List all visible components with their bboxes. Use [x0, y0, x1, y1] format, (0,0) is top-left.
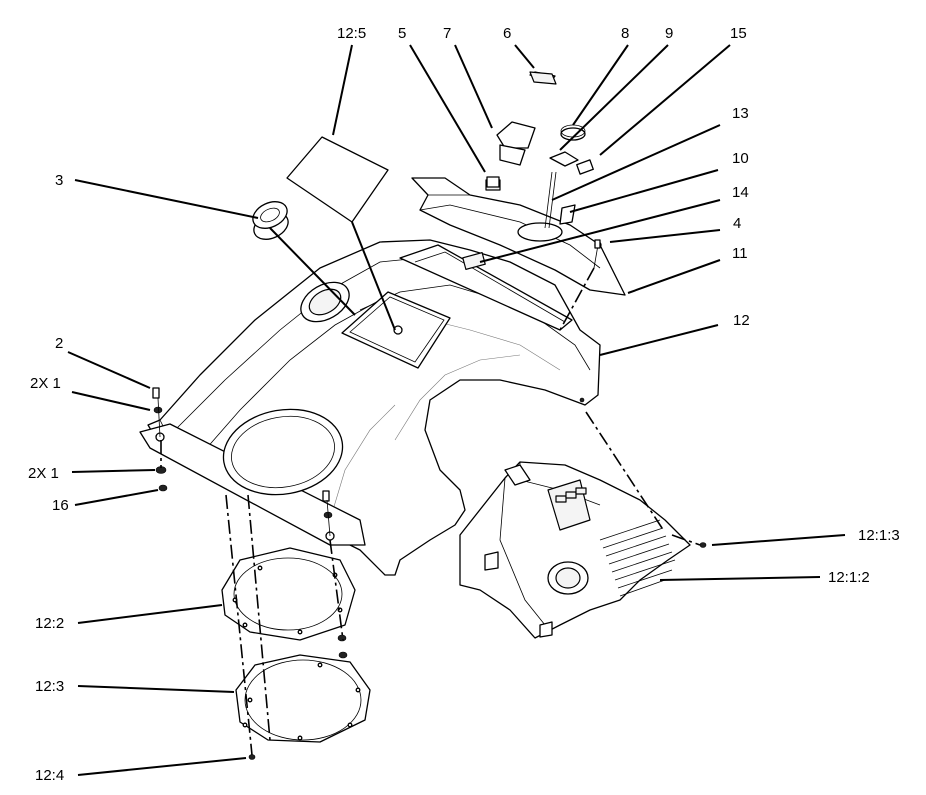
- hood-housing: [139, 239, 601, 576]
- label-11: 11: [732, 245, 748, 262]
- gasket-lower: [235, 654, 371, 743]
- label-4: 4: [733, 215, 741, 232]
- label-2: 2: [55, 335, 63, 352]
- label-12-1-3: 12:1:3: [858, 527, 900, 544]
- label-12-1-2: 12:1:2: [828, 569, 870, 586]
- label-12-4: 12:4: [35, 767, 64, 784]
- control-panel: [411, 177, 626, 296]
- callout-labels: 12:5 5 7 6 8 9 15 13 10 14 4 11 3 12 2 2…: [28, 25, 900, 784]
- fan-shroud: [459, 461, 691, 639]
- label-8: 8: [621, 25, 629, 42]
- gasket-upper: [221, 547, 356, 641]
- label-12: 12: [733, 312, 750, 329]
- label-14: 14: [732, 184, 749, 201]
- leader-lines: [67, 44, 846, 776]
- gas-cap: [252, 201, 289, 240]
- label-12-5: 12:5: [337, 25, 366, 42]
- label-9: 9: [665, 25, 673, 42]
- label-3: 3: [55, 172, 63, 189]
- label-5: 5: [398, 25, 406, 42]
- decal: [286, 136, 389, 223]
- label-16: 16: [52, 497, 69, 514]
- label-7: 7: [443, 25, 451, 42]
- alignment-lines: [160, 267, 701, 756]
- label-2x1-upper: 2X 1: [30, 375, 61, 392]
- label-12-3: 12:3: [35, 678, 64, 695]
- label-2x1-lower: 2X 1: [28, 465, 59, 482]
- label-6: 6: [503, 25, 511, 42]
- label-12-2: 12:2: [35, 615, 64, 632]
- label-10: 10: [732, 150, 749, 167]
- label-13: 13: [732, 105, 749, 122]
- label-15: 15: [730, 25, 747, 42]
